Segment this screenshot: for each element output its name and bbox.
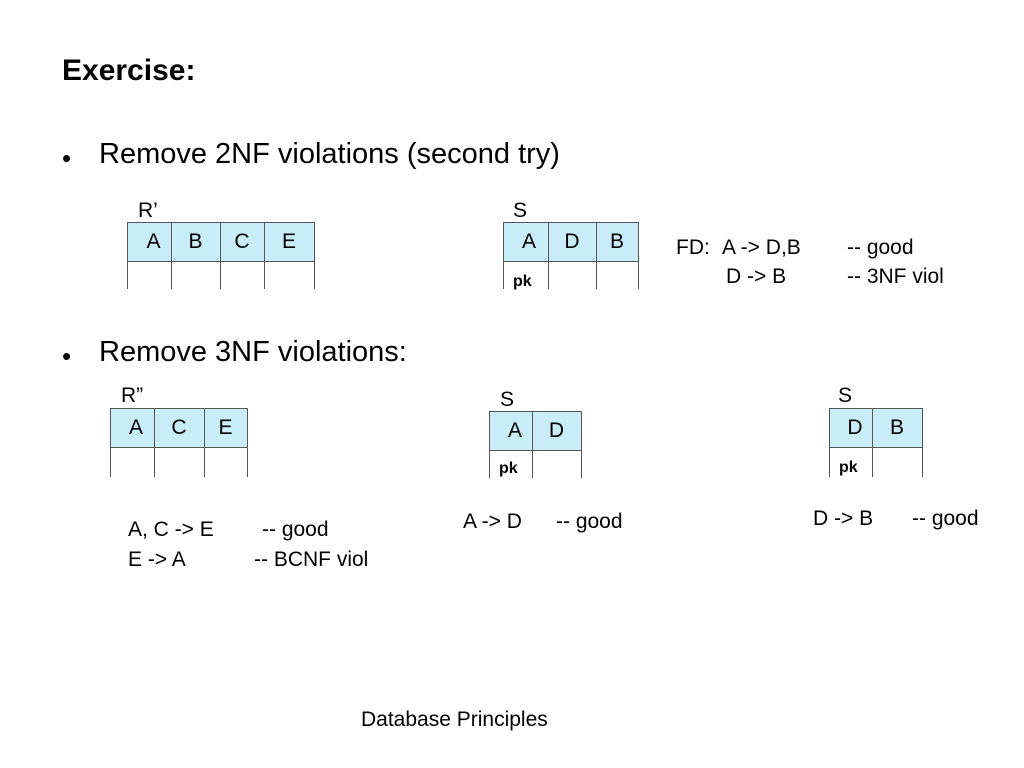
r-double-prime-fd-2-expression: E -> A [128, 548, 186, 571]
relation-s-name: S [513, 199, 528, 222]
bullet-2-marker: • [62, 341, 72, 371]
s-db-fd-expression: D -> B [813, 507, 874, 530]
attribute-cell: D [548, 419, 565, 442]
relation-r-double-prime-header [110, 408, 248, 448]
fd-1-expression: A -> D,B [722, 236, 801, 259]
column-divider [581, 411, 582, 478]
attribute-cell: B [188, 230, 203, 253]
primary-key-label: pk [513, 273, 532, 290]
fd-2-verdict: -- 3NF viol [847, 265, 944, 288]
s-ad-fd-expression: A -> D [463, 510, 522, 533]
attribute-cell: E [218, 416, 233, 439]
bullet-1-text: Remove 2NF violations (second try) [99, 138, 560, 170]
r-double-prime-fd-1-verdict: -- good [262, 518, 329, 541]
relation-s-ad-header [489, 411, 582, 451]
relation-s-table: A D B pk [503, 222, 639, 290]
column-divider [922, 408, 923, 477]
attribute-cell: E [281, 230, 296, 253]
relation-r-double-prime-table: A C E [110, 408, 248, 477]
attribute-cell: C [171, 416, 187, 439]
relation-r-prime-name: R’ [138, 199, 158, 222]
column-divider [638, 222, 639, 289]
bullet-2-text: Remove 3NF violations: [99, 336, 407, 368]
attribute-cell: A [146, 230, 161, 253]
column-divider [247, 408, 248, 477]
r-double-prime-fd-2-verdict: -- BCNF viol [254, 548, 369, 571]
column-divider [171, 222, 172, 289]
bullet-1-marker: • [62, 143, 72, 173]
relation-r-double-prime-name: R” [121, 384, 144, 407]
fd-prefix: FD: [676, 236, 710, 259]
fd-1-verdict: -- good [847, 236, 914, 259]
s-db-fd-verdict: -- good [912, 507, 979, 530]
attribute-cell: D [564, 230, 580, 253]
slide-title: Exercise: [62, 54, 196, 87]
column-divider [220, 222, 221, 289]
attribute-cell: D [847, 416, 863, 439]
column-divider [264, 222, 265, 289]
relation-s-db-header [829, 408, 923, 448]
fd-2-expression: D -> B [726, 265, 787, 288]
s-ad-fd-verdict: -- good [556, 510, 623, 533]
attribute-cell: B [889, 416, 904, 439]
attribute-cell: A [128, 416, 143, 439]
column-divider [127, 222, 128, 289]
relation-r-prime-header [127, 222, 315, 262]
column-divider [548, 222, 549, 289]
attribute-cell: A [507, 419, 522, 442]
column-divider [314, 222, 315, 289]
relation-s-ad-name: S [500, 388, 515, 411]
column-divider [204, 408, 205, 477]
column-divider [489, 411, 490, 478]
column-divider [503, 222, 504, 289]
relation-s-ad-table: A D pk [489, 411, 582, 478]
column-divider [829, 408, 830, 477]
relation-r-prime-table: A B C E [127, 222, 315, 289]
column-divider [872, 408, 873, 477]
column-divider [154, 408, 155, 477]
slide-footer: Database Principles [361, 708, 548, 731]
column-divider [532, 411, 533, 478]
column-divider [596, 222, 597, 289]
relation-s-db-name: S [838, 384, 853, 407]
attribute-cell: C [234, 230, 250, 253]
relation-s-header [503, 222, 639, 262]
primary-key-label: pk [499, 460, 518, 477]
column-divider [110, 408, 111, 477]
primary-key-label: pk [839, 459, 858, 476]
r-double-prime-fd-1-expression: A, C -> E [128, 518, 214, 541]
attribute-cell: A [521, 230, 536, 253]
attribute-cell: B [609, 230, 624, 253]
relation-s-db-table: D B pk [829, 408, 923, 477]
